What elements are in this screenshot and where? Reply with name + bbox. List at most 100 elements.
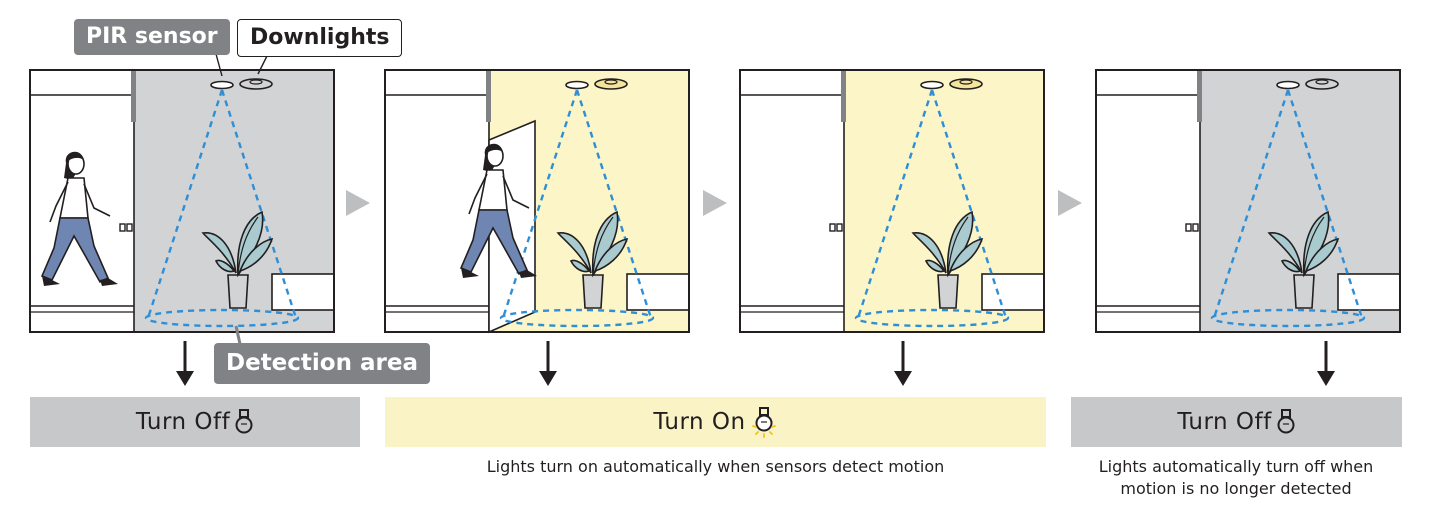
door-handle-right xyxy=(1192,223,1199,232)
plant-stem xyxy=(592,216,614,276)
arrow-down-head xyxy=(539,371,557,386)
door-handle-right xyxy=(126,223,133,232)
status-bar-off-1: Turn Off xyxy=(30,397,360,447)
downlight-inner xyxy=(249,79,263,85)
plant-leaf xyxy=(1267,232,1303,274)
plant-leaf xyxy=(924,259,946,273)
person-hair-top xyxy=(65,151,84,162)
downlight-inner xyxy=(1315,79,1329,85)
plant-leaf xyxy=(948,237,984,273)
downlights-label: Downlights xyxy=(250,25,390,50)
plant-leaf xyxy=(569,259,591,273)
room-panel-3 xyxy=(739,69,1045,386)
plant-leaf xyxy=(911,232,947,274)
plant-leaf xyxy=(201,232,237,274)
downlight-inner xyxy=(959,79,973,85)
note-lights-off: Lights automatically turn off when motio… xyxy=(1050,456,1422,500)
person-shoe-back xyxy=(461,268,479,278)
panel-frame xyxy=(739,69,1045,333)
panel-frame xyxy=(384,69,690,333)
person-figure xyxy=(40,151,118,286)
door-handle-left xyxy=(119,223,126,232)
person-arm-back xyxy=(468,173,488,215)
person-shoe-back xyxy=(42,276,60,286)
potted-plant xyxy=(1267,210,1340,309)
person-shoe-front xyxy=(100,278,118,286)
corridor-area xyxy=(1096,70,1200,332)
detection-cone xyxy=(501,89,653,319)
arrow-down-head xyxy=(1317,371,1335,386)
plant-pot xyxy=(937,274,959,309)
plant-leaf xyxy=(1280,259,1302,273)
wall-frame-top xyxy=(841,70,846,122)
door-handle-right xyxy=(836,223,843,232)
chevron-right-icon xyxy=(346,190,370,216)
detection-area-callout: Detection area xyxy=(214,343,430,384)
cabinet xyxy=(1337,273,1401,311)
person-legs xyxy=(459,209,529,276)
person-arm-front xyxy=(83,183,111,217)
detection-callout-pointer xyxy=(234,325,242,345)
room-panel-4 xyxy=(1095,69,1401,386)
bulb-off-icon xyxy=(235,409,253,434)
door-handle-left xyxy=(1185,223,1192,232)
person-figure xyxy=(459,143,537,278)
person-legs xyxy=(40,217,110,284)
arrow-down-head xyxy=(176,371,194,386)
pir-sensor-icon xyxy=(920,80,944,90)
wall-frame-top xyxy=(486,70,491,122)
downlight-inner xyxy=(604,79,618,85)
chevron-right-icon xyxy=(703,190,727,216)
plant-leaf xyxy=(238,237,274,273)
note-off-line1: Lights automatically turn off when xyxy=(1098,457,1374,476)
person-arm-back xyxy=(49,181,69,223)
plant-pot xyxy=(227,274,249,309)
door-handle-left xyxy=(829,223,836,232)
potted-plant xyxy=(911,210,984,309)
detection-area-label: Detection area xyxy=(226,350,418,376)
corridor-area xyxy=(740,70,844,332)
bulb-off-icon xyxy=(1277,409,1295,434)
plant-leaf xyxy=(1304,237,1340,273)
status-bar-label: Turn On xyxy=(653,409,746,435)
room-panel-1 xyxy=(29,69,335,386)
room-panel-2 xyxy=(384,69,690,386)
status-bar-label: Turn Off xyxy=(1177,409,1272,435)
cabinet xyxy=(271,273,335,311)
cabinet xyxy=(626,273,690,311)
wall-frame-top xyxy=(1197,70,1202,122)
arrow-down-head xyxy=(894,371,912,386)
pir-sensor-icon xyxy=(1276,80,1300,90)
plant-stem xyxy=(237,216,259,276)
pir-sensor-callout: PIR sensor xyxy=(74,19,230,55)
bulb-on-icon xyxy=(751,407,776,438)
pir-callout-pointer xyxy=(215,53,223,77)
detection-cone xyxy=(146,89,298,319)
detection-area-ellipse xyxy=(1210,308,1366,328)
detection-cone xyxy=(856,89,1008,319)
corridor-area xyxy=(385,70,489,332)
plant-stem xyxy=(1303,216,1325,276)
wall-frame-top xyxy=(131,70,136,122)
pir-sensor-icon xyxy=(565,80,589,90)
note-lights-on: Lights turn on automatically when sensor… xyxy=(385,456,1046,478)
status-bar-label: Turn Off xyxy=(135,409,231,435)
plant-pot xyxy=(582,274,604,309)
status-bar-off-2: Turn Off xyxy=(1071,397,1402,447)
panel-frame xyxy=(29,69,335,333)
plant-stem xyxy=(947,216,969,276)
detection-cone xyxy=(1212,89,1364,319)
status-bar-on: Turn On xyxy=(385,397,1046,447)
person-hair-top xyxy=(484,143,503,154)
cabinet xyxy=(981,273,1045,311)
detection-area-ellipse xyxy=(854,308,1010,328)
detection-area-ellipse xyxy=(499,308,655,328)
plant-leaf xyxy=(556,232,592,274)
person-arm-front xyxy=(502,175,530,209)
pir-sensor-label: PIR sensor xyxy=(86,24,218,49)
plant-pot xyxy=(1293,274,1315,309)
note-off-line2: motion is no longer detected xyxy=(1120,479,1352,498)
pir-sensor-icon xyxy=(210,80,234,90)
plant-leaf xyxy=(214,259,236,273)
